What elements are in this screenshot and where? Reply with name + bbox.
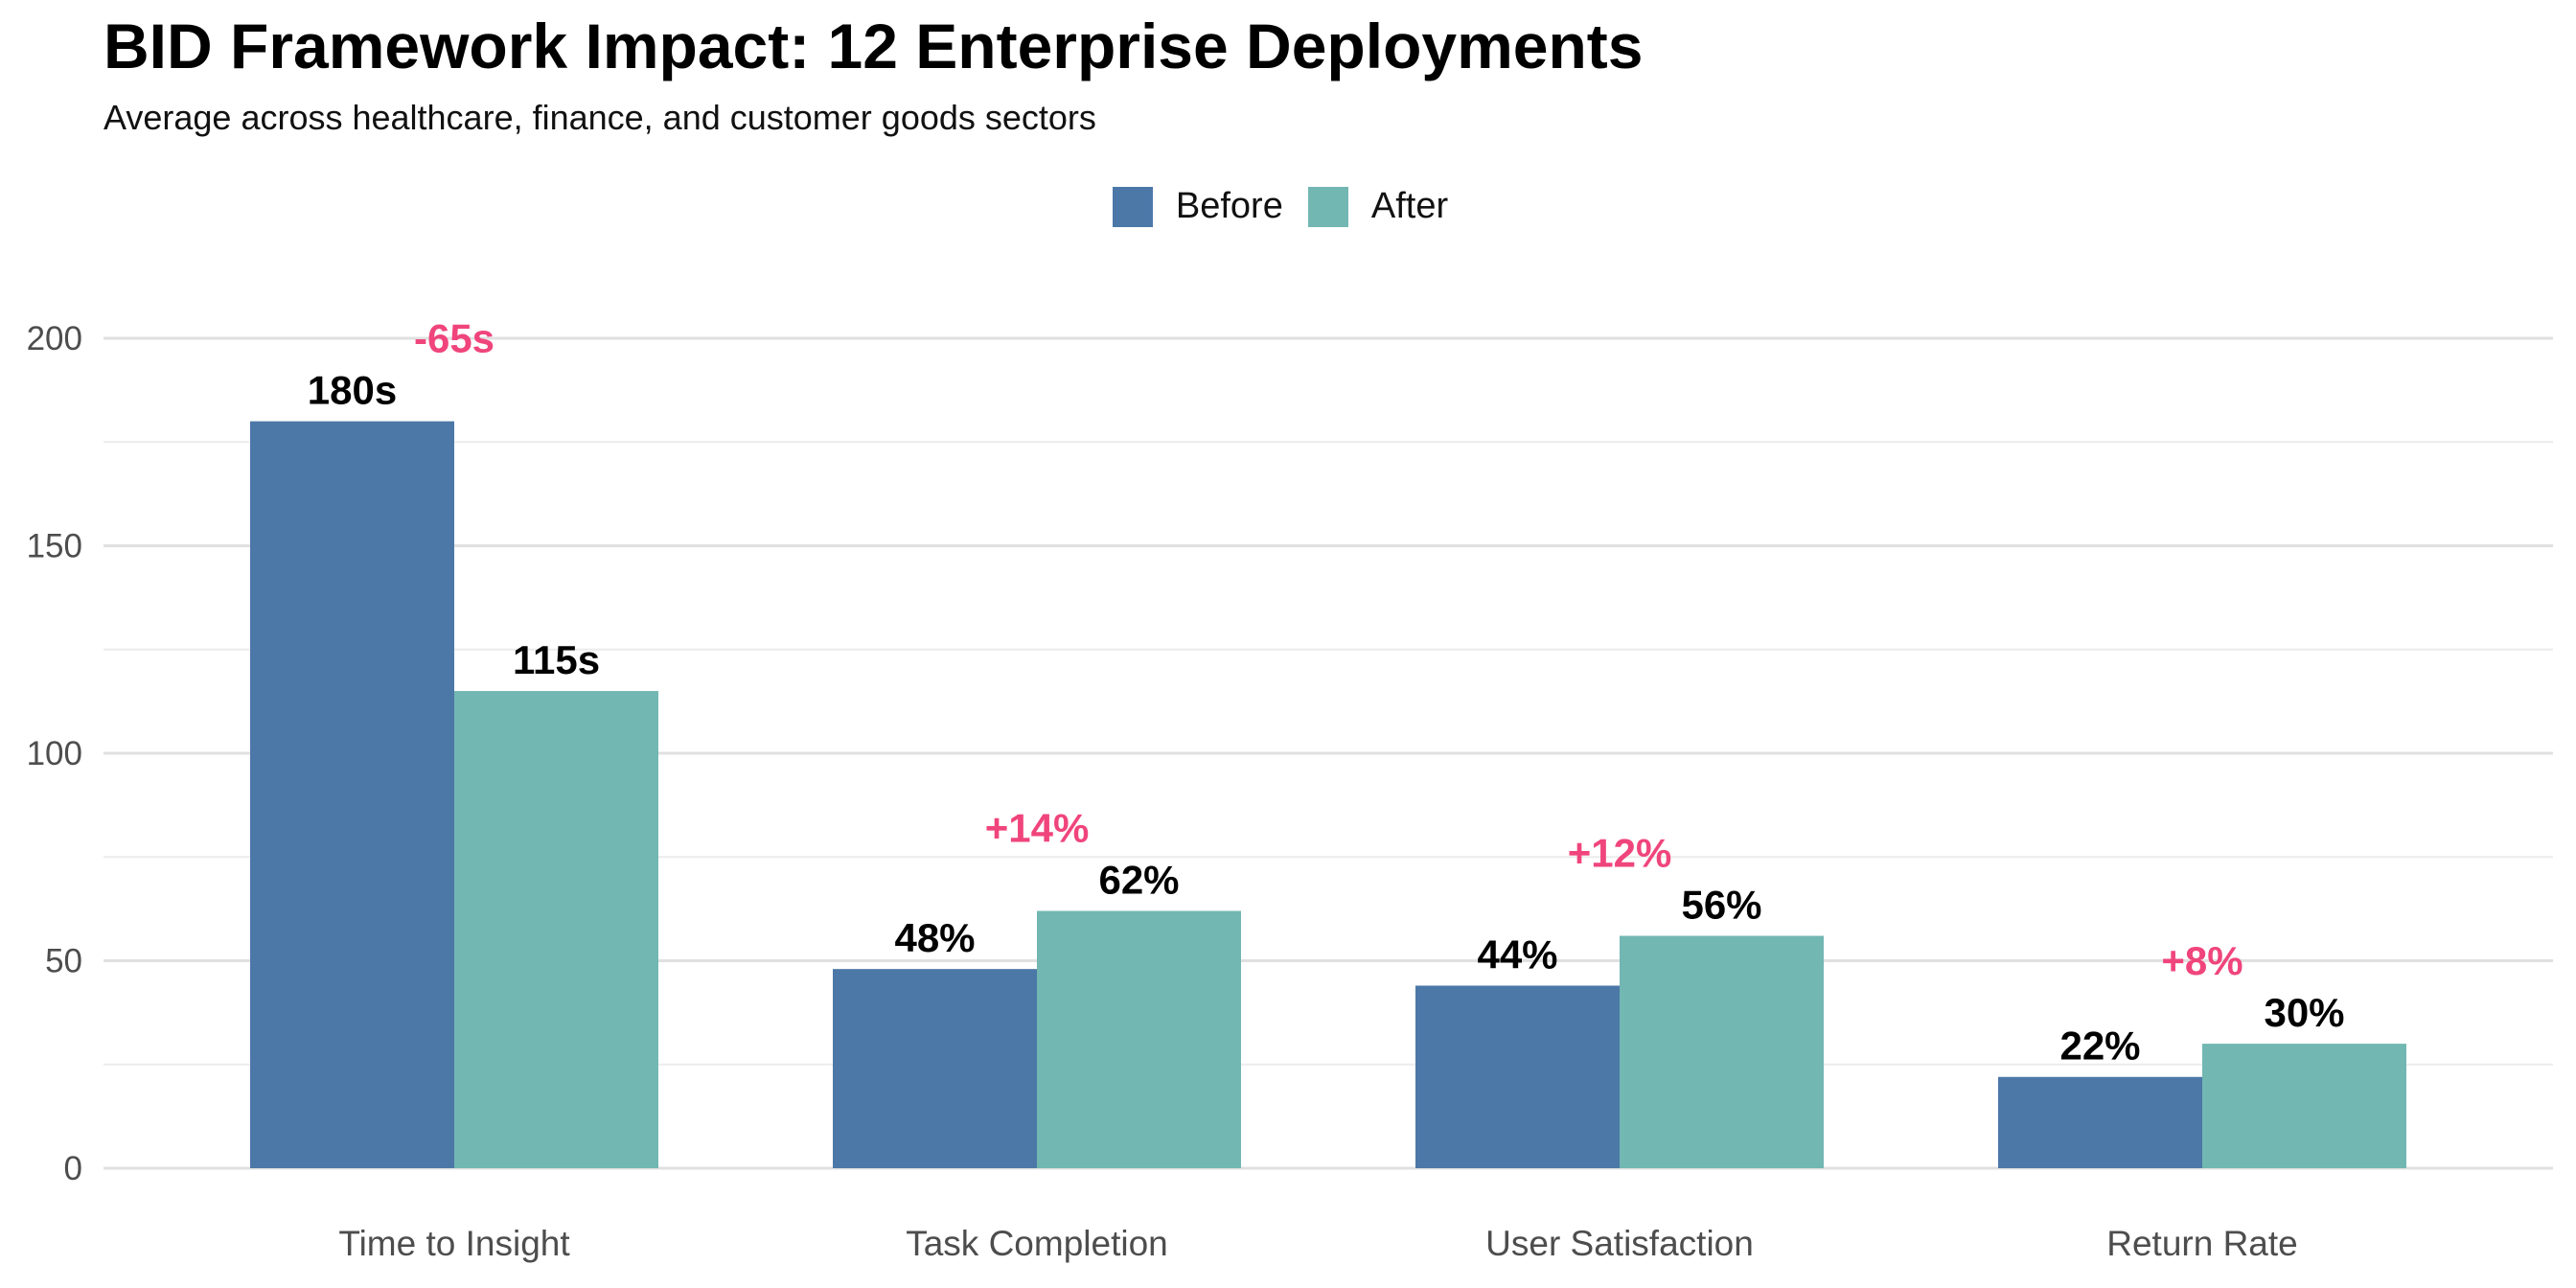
bar-after [1620,935,1824,1168]
x-category-label: Task Completion [906,1224,1168,1263]
x-category-label: Return Rate [2106,1224,2298,1263]
value-label: 115s [513,637,600,682]
legend-label-before: Before [1175,186,1283,226]
diff-annotation: +8% [2161,938,2242,983]
value-label: 48% [894,915,975,960]
chart-title: BID Framework Impact: 12 Enterprise Depl… [104,11,1644,81]
legend-swatch-after [1307,186,1348,227]
bar-before [1998,1076,2202,1168]
bar-after [454,691,658,1168]
value-label: 44% [1477,932,1557,977]
legend-item-before: Before [1112,186,1283,227]
value-label: 62% [1098,858,1179,903]
legend: Before After [0,186,2568,227]
bar-before [250,421,454,1169]
value-label: 22% [2059,1024,2140,1069]
legend-label-after: After [1370,186,1449,226]
diff-annotation: -65s [414,316,494,361]
x-category-label: User Satisfaction [1485,1224,1754,1263]
value-label: 30% [2264,990,2344,1035]
y-tick-label: 200 [27,320,82,357]
y-tick-label: 150 [27,528,82,565]
y-tick-label: 100 [27,735,82,772]
y-tick-label: 0 [64,1150,82,1187]
diff-annotation: +12% [1568,831,1672,876]
legend-item-after: After [1307,186,1449,227]
value-label: 56% [1681,883,1761,928]
diff-annotation: +14% [985,806,1090,851]
legend-swatch-before [1112,186,1153,227]
bar-before [833,969,1037,1168]
chart-subtitle: Average across healthcare, finance, and … [104,98,1096,137]
x-category-label: Time to Insight [338,1224,570,1263]
value-label: 180s [308,368,397,413]
bar-before [1415,985,1620,1168]
y-tick-label: 50 [45,943,82,980]
bar-after [1037,910,1241,1168]
bar-after [2202,1044,2406,1168]
